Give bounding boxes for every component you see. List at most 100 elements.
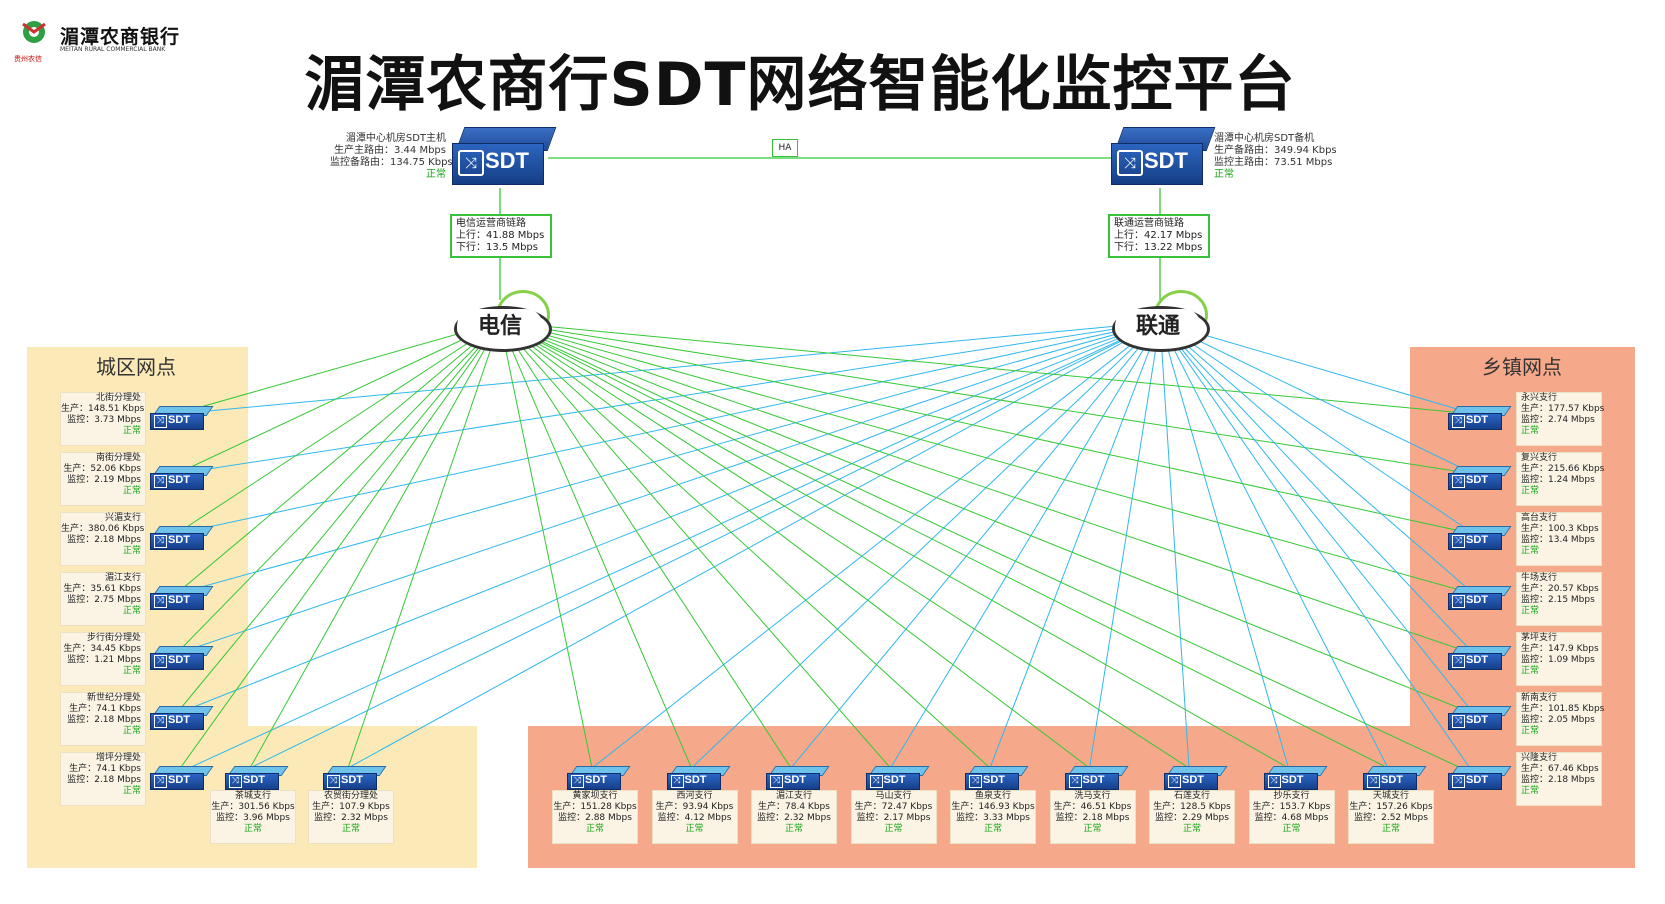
town-zone-title: 乡镇网点	[1482, 355, 1562, 379]
branch-prod: 生产：147.9 Kbps	[1521, 644, 1599, 654]
router-label: SDT	[1182, 774, 1204, 786]
unicom-link	[1159, 321, 1475, 715]
branch-name: 洗马支行	[1074, 791, 1111, 801]
switch-icon: ⤨	[1168, 775, 1181, 788]
branch-name: 湄江支行	[775, 791, 812, 801]
branch-router[interactable]: ⤨SDT	[1363, 766, 1427, 790]
branch-mon: 监控：4.12 Mbps	[657, 813, 732, 823]
branch-router[interactable]: ⤨SDT	[150, 646, 214, 670]
branch-prod: 生产：215.66 Kbps	[1521, 464, 1605, 474]
switch-icon: ⤨	[1452, 715, 1465, 728]
branch-router[interactable]: ⤨SDT	[666, 766, 731, 790]
branch-router[interactable]: ⤨SDT	[150, 586, 214, 610]
unicom-link	[790, 321, 1161, 769]
switch-icon: ⤨	[969, 775, 982, 788]
branch-mon: 监控：3.96 Mbps	[216, 813, 290, 823]
branch-router[interactable]: ⤨SDT	[1164, 766, 1228, 790]
unicom-link	[175, 321, 1161, 655]
branch-status: 正常	[122, 426, 141, 436]
branch-router[interactable]: ⤨SDT	[323, 766, 387, 790]
branch-name: 抄乐支行	[1273, 791, 1310, 801]
router-label: SDT	[168, 414, 190, 426]
branch-name: 新世纪分理处	[86, 693, 141, 703]
primary-sdt-hub[interactable]: ⤨SDT	[452, 127, 557, 187]
branch-name: 北街分理处	[95, 393, 141, 403]
branch-mon: 监控：3.33 Mbps	[956, 813, 1030, 823]
telecom-cloud[interactable]: 电信	[454, 288, 554, 352]
router-label: SDT	[243, 774, 265, 786]
switch-icon: ⤨	[458, 150, 484, 176]
branch-router[interactable]: ⤨SDT	[1448, 766, 1512, 790]
branch-router[interactable]: ⤨SDT	[567, 766, 631, 790]
branch-router[interactable]: ⤨SDT	[150, 766, 214, 790]
branch-router[interactable]: ⤨SDT	[150, 526, 214, 550]
branch-status: 正常	[122, 546, 141, 556]
switch-icon: ⤨	[1452, 415, 1465, 428]
branch-router[interactable]: ⤨SDT	[1064, 766, 1129, 790]
branch-router[interactable]: ⤨SDT	[1448, 466, 1512, 490]
unicom-link	[249, 321, 1161, 769]
branch-name: 鱼泉支行	[974, 791, 1011, 801]
branch-router[interactable]: ⤨SDT	[150, 406, 214, 430]
unicom-link	[175, 321, 1161, 475]
branch-status: 正常	[1521, 666, 1540, 676]
switch-icon: ⤨	[1452, 475, 1465, 488]
branch-prod: 生产：20.57 Kbps	[1521, 584, 1599, 594]
branch-prod: 生产：146.93 Kbps	[951, 802, 1035, 812]
branch-mon: 监控：2.75 Mbps	[67, 595, 141, 605]
branch-router[interactable]: ⤨SDT	[1448, 706, 1512, 730]
router-label: SDT	[168, 654, 190, 666]
branch-prod: 生产：35.61 Kbps	[63, 584, 141, 594]
unicom-cloud[interactable]: 联通	[1112, 288, 1212, 352]
branch-prod: 生产：380.06 Kbps	[61, 524, 145, 534]
branch-router[interactable]: ⤨SDT	[1263, 766, 1328, 790]
telecom-link	[499, 321, 1190, 769]
unicom-link	[1159, 321, 1289, 769]
backup-sdt-hub[interactable]: ⤨SDT	[1111, 127, 1216, 187]
router-label: SDT	[684, 774, 707, 786]
branch-router[interactable]: ⤨SDT	[965, 766, 1029, 790]
switch-icon: ⤨	[869, 775, 883, 788]
telecom-link	[347, 321, 501, 769]
router-label: SDT	[1466, 714, 1488, 726]
telecom-link	[499, 321, 991, 769]
switch-icon: ⤨	[1117, 150, 1143, 176]
branch-name: 黄家坝支行	[572, 791, 618, 801]
branch-router[interactable]: ⤨SDT	[1448, 526, 1512, 550]
branch-status: 正常	[1521, 786, 1540, 796]
branch-router[interactable]: ⤨SDT	[766, 766, 830, 790]
branch-mon: 监控：2.32 Mbps	[757, 813, 831, 823]
branch-name: 复兴支行	[1521, 453, 1558, 463]
branch-router[interactable]: ⤨SDT	[865, 766, 930, 790]
branch-prod: 生产：67.46 Kbps	[1521, 764, 1599, 774]
branch-name: 兴湄支行	[104, 513, 141, 523]
branch-prod: 生产：52.06 Kbps	[63, 464, 141, 474]
branch-name: 高台支行	[1521, 513, 1558, 523]
router-label: SDT	[1466, 774, 1488, 786]
telecom-link	[499, 321, 1475, 535]
telecom-link	[499, 321, 1090, 769]
branch-router[interactable]: ⤨SDT	[150, 706, 214, 730]
branch-status: 正常	[1521, 726, 1540, 736]
branch-prod: 生产：74.1 Kbps	[69, 704, 141, 714]
ha-label: HA	[772, 139, 798, 157]
branch-router[interactable]: ⤨SDT	[1448, 646, 1512, 670]
branch-router[interactable]: ⤨SDT	[150, 466, 214, 490]
branch-router[interactable]: ⤨SDT	[1448, 406, 1512, 430]
branch-router[interactable]: ⤨SDT	[1448, 586, 1512, 610]
branch-router[interactable]: ⤨SDT	[225, 766, 289, 790]
switch-icon: ⤨	[1267, 775, 1281, 788]
unicom-link	[175, 321, 1161, 535]
branch-prod: 生产：301.56 Kbps	[211, 802, 295, 812]
branch-status: 正常	[784, 824, 803, 834]
router-label: SDT	[1466, 474, 1488, 486]
branch-mon: 监控：2.15 Mbps	[1521, 595, 1595, 605]
switch-icon: ⤨	[1452, 535, 1465, 548]
router-label: SDT	[883, 774, 906, 786]
branch-mon: 监控：2.05 Mbps	[1521, 715, 1595, 725]
branch-name: 茶城支行	[234, 791, 271, 801]
